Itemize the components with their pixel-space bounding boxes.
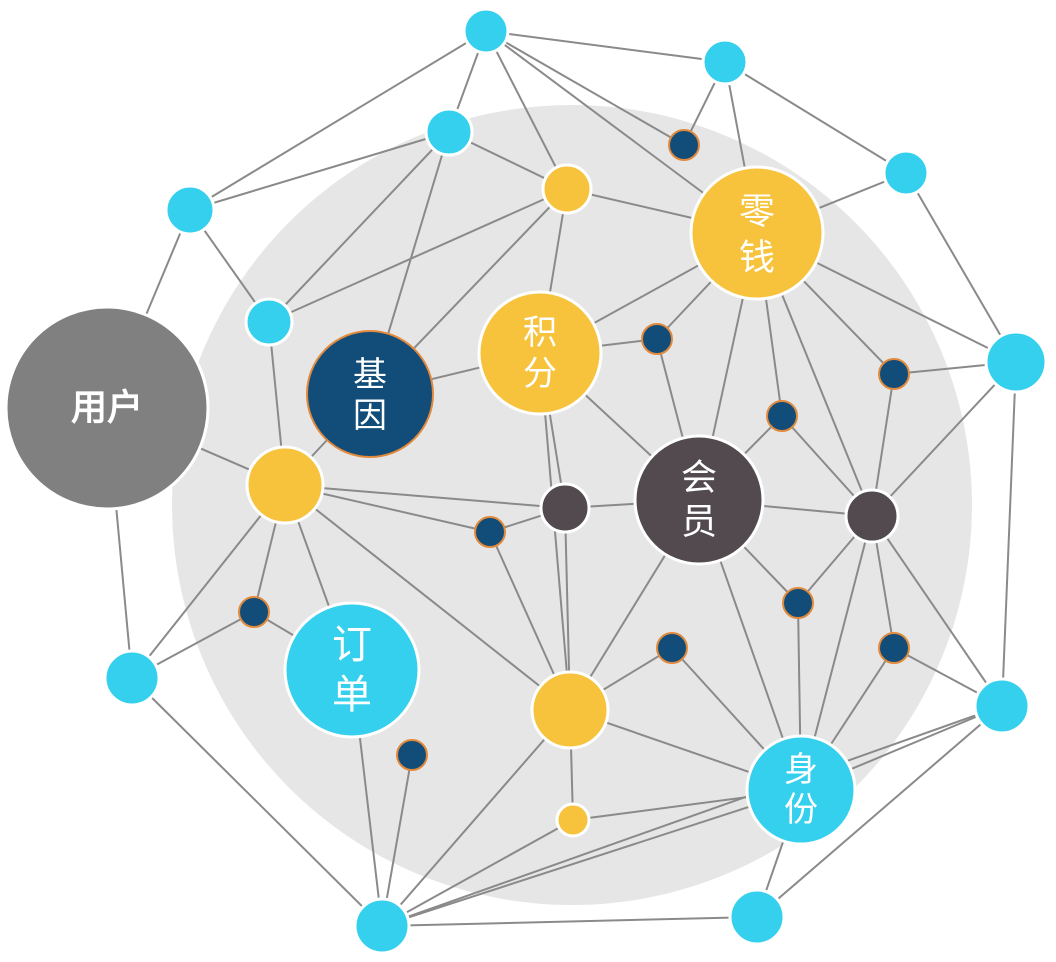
edge-c_bot-c_br: [381, 916, 758, 927]
node-cyan-inner-top: [424, 107, 474, 157]
node-outer-bottom-left: [103, 649, 161, 707]
edge-c_bot-c_bl: [131, 677, 383, 927]
label-order-line1: 订: [332, 622, 372, 668]
edge-g_small-c_bot: [381, 819, 574, 927]
node-dot-4: [878, 358, 910, 390]
node-dot-10: [396, 739, 428, 771]
label-change-line1: 零: [739, 192, 775, 233]
edge-g_left-k_mid: [284, 484, 566, 509]
node-outer-right: [984, 330, 1048, 394]
label-group: 用户 基 因 积 分 零 钱 会 员 订 单 身 份: [71, 192, 818, 831]
edge-c_tl-c_in1: [189, 131, 450, 211]
node-dot-9: [878, 632, 910, 664]
node-user: [4, 305, 210, 511]
label-member-line2: 员: [681, 502, 717, 543]
node-outer-top-right-2: [882, 149, 930, 197]
edge-c_top-c_tr1: [485, 30, 726, 63]
node-gold-top: [541, 163, 593, 215]
label-member-line1: 会: [681, 458, 717, 499]
edge-c_tr1-c_tr2: [724, 61, 907, 174]
label-gene-line1: 基: [353, 355, 387, 395]
node-change: [689, 165, 825, 301]
edge-k_right-c_r1: [871, 361, 1017, 517]
edge-k_right-c_r2: [871, 515, 1003, 707]
edge-c_r2-c_br: [756, 705, 1003, 918]
node-member: [633, 434, 765, 566]
edge-c_in1-c_in2: [268, 131, 450, 323]
label-change-line2: 钱: [739, 238, 775, 279]
node-outer-top-left: [164, 184, 216, 236]
edge-c_top-g_top: [485, 30, 568, 190]
node-dot-6: [238, 596, 270, 628]
edge-c_tr2-c_r1: [905, 172, 1017, 363]
edge-c_tl-c_top: [189, 30, 487, 211]
node-identity: [745, 734, 857, 846]
edge-g_left-c_bl: [131, 484, 286, 679]
node-dot-7: [782, 587, 814, 619]
edge-c_in2-g_top: [268, 188, 568, 323]
edge-g_left-g_bot: [284, 484, 571, 711]
edge-identity-c_bot: [381, 789, 802, 927]
node-outer-bottom: [353, 897, 411, 955]
label-identity-line2: 份: [784, 790, 818, 830]
node-dot-3: [766, 400, 798, 432]
node-points: [477, 290, 603, 416]
node-gene: [306, 330, 434, 458]
label-points-line1: 积: [523, 313, 557, 353]
node-order: [283, 601, 421, 739]
label-points-line2: 分: [523, 354, 557, 394]
node-hub-right: [844, 488, 900, 544]
node-gold-left: [245, 445, 325, 525]
edge-c_r1-c_r2: [1001, 361, 1017, 707]
node-dot-1: [668, 129, 700, 161]
edge-c_r2-c_bot: [381, 705, 1003, 927]
node-cyan-inner-left: [244, 297, 294, 347]
edge-c_top-n1: [485, 30, 685, 146]
label-identity-line1: 身: [784, 750, 818, 790]
node-hub-center: [539, 482, 591, 534]
node-outer-top-right-1: [701, 38, 749, 86]
node-dot-2: [641, 323, 673, 355]
label-user: 用户: [71, 388, 143, 429]
node-dot-8: [656, 632, 688, 664]
node-outer-top: [462, 7, 510, 55]
label-order-line2: 单: [332, 672, 372, 718]
node-gold-small: [555, 802, 591, 838]
edge-n10-c_bot: [381, 754, 413, 927]
label-gene-line2: 因: [353, 396, 387, 436]
node-gold-bottom: [530, 670, 610, 750]
node-dot-5: [474, 516, 506, 548]
node-outer-bottom-right: [728, 888, 786, 946]
edge-g_bot-c_bot: [381, 709, 571, 927]
node-outer-right-lower: [973, 677, 1031, 735]
node-group: [4, 7, 1048, 955]
